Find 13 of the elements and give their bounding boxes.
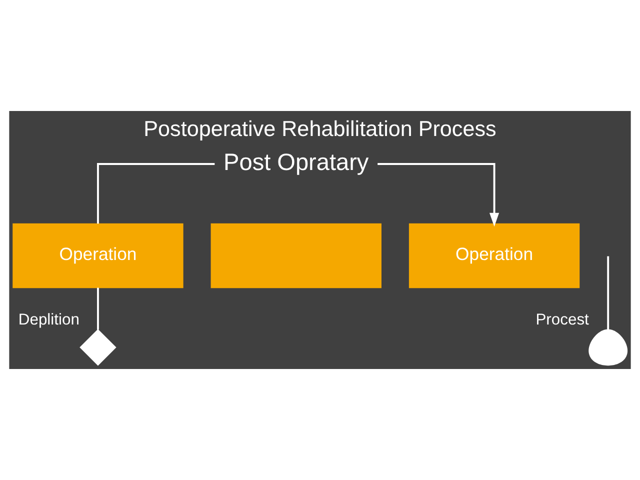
connector	[607, 256, 610, 330]
node-box	[210, 223, 382, 288]
node-label: Procest	[536, 312, 589, 329]
node-box: Operation	[12, 223, 184, 288]
node-person	[588, 329, 628, 366]
diagram-title: Postoperative Rehabilitation Process	[144, 116, 496, 142]
node-label: Deplition	[18, 312, 80, 329]
connector	[97, 163, 215, 224]
node-diamond	[80, 329, 116, 366]
node-box: Operation	[408, 223, 580, 288]
node-text: Post Opratary	[224, 149, 369, 176]
arrow	[378, 163, 500, 227]
connector	[97, 288, 99, 330]
